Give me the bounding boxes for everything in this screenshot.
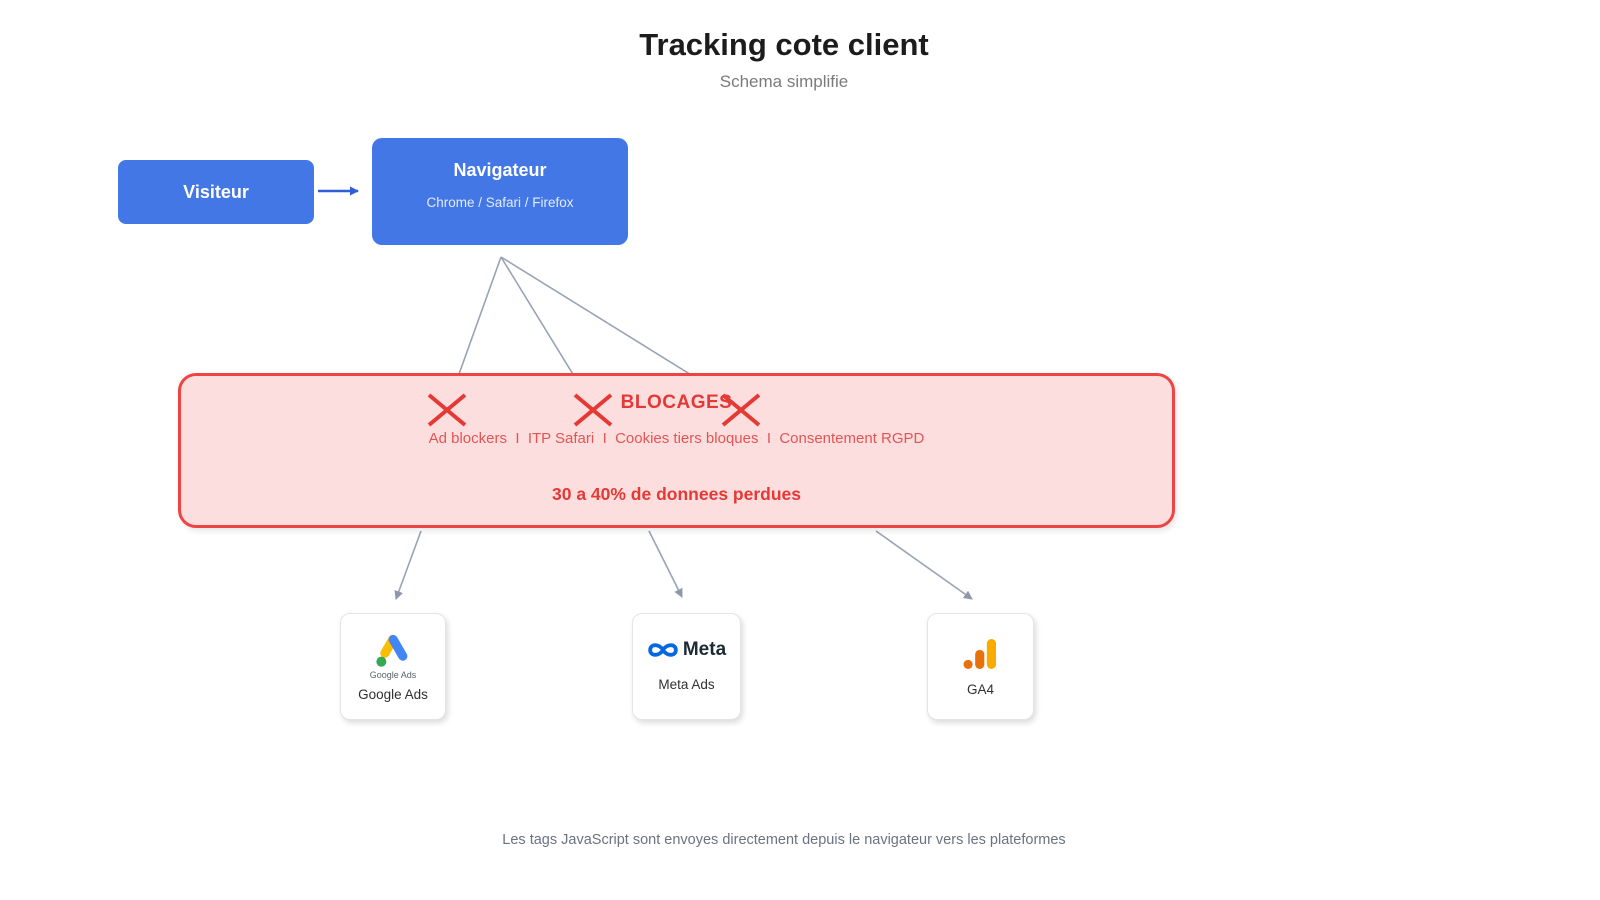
meta-wordmark: Meta xyxy=(682,639,727,661)
blocage-to-ga4-arrow xyxy=(875,530,973,600)
platform-label-ga4: GA4 xyxy=(966,682,994,698)
blocages-loss-stat: 30 a 40% de donnees perdues xyxy=(552,483,801,504)
blocages-title: BLOCAGES xyxy=(620,392,733,413)
page-title: Tracking cote client xyxy=(639,27,929,62)
platform-card-google-ads: Google Ads Google Ads xyxy=(340,613,446,720)
meta-infinity-icon xyxy=(648,643,678,658)
meta-logo: Meta xyxy=(647,639,726,661)
visiteur-node: Visiteur xyxy=(118,160,314,224)
platform-card-meta-ads: Meta Meta Ads xyxy=(632,613,741,720)
footer-note: Les tags JavaScript sont envoyes directe… xyxy=(502,832,1066,848)
x-mark-icon xyxy=(427,393,467,427)
platform-label-google-ads: Google Ads xyxy=(358,686,428,702)
x-mark-icon xyxy=(573,393,613,427)
google-ads-logo-icon: Google Ads xyxy=(369,630,417,681)
navigateur-node: Navigateur Chrome / Safari / Firefox xyxy=(372,138,628,245)
navigateur-sublabel: Chrome / Safari / Firefox xyxy=(426,194,574,210)
blocage-to-google-ads-arrow xyxy=(394,530,422,600)
platform-card-ga4: GA4 xyxy=(927,613,1034,720)
ga4-bars-icon xyxy=(963,639,996,670)
google-ads-logo-caption: Google Ads xyxy=(369,669,417,680)
blocage-to-meta-ads-arrow xyxy=(648,530,683,598)
x-mark-icon xyxy=(721,393,761,427)
visiteur-label: Visiteur xyxy=(183,181,249,202)
navigateur-label: Navigateur xyxy=(453,160,547,180)
google-ads-triangle-icon xyxy=(376,634,408,667)
blocages-panel: BLOCAGES Ad blockers I ITP Safari I Cook… xyxy=(178,373,1175,528)
blocages-items: Ad blockers I ITP Safari I Cookies tiers… xyxy=(428,429,925,447)
platform-label-meta-ads: Meta Ads xyxy=(658,677,715,693)
page-subtitle: Schema simplifie xyxy=(719,72,849,91)
